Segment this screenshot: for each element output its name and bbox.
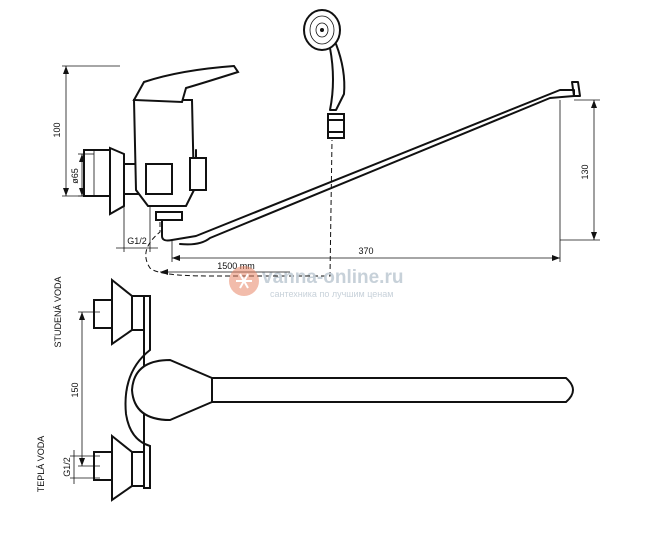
body-nut: [145, 163, 173, 195]
top-view: 150 G1/2 STUDENÁ VODA TEPLÁ VODA: [36, 276, 574, 502]
dim-thread-top: G1/2: [116, 206, 158, 252]
dim-spout-height: 130: [560, 99, 600, 241]
spout: [155, 81, 581, 246]
snowflake-icon: [229, 266, 259, 296]
spout-top-view: [211, 377, 574, 403]
hot-inlet: [93, 433, 145, 502]
lever-top-view: [130, 358, 213, 422]
dim-label-g12-bottom: G1/2: [62, 457, 72, 477]
label-hot-water: TEPLÁ VODA: [36, 436, 46, 493]
hose-path: [145, 139, 333, 277]
dim-spout-length: 370: [171, 100, 561, 262]
dim-label-d65: ø65: [70, 168, 80, 184]
dim-thread-bottom: G1/2: [62, 450, 100, 484]
lever-handle: [132, 64, 240, 104]
watermark-name: vanna-online.ru: [262, 267, 403, 288]
dim-hose-length: 1500 mm: [160, 261, 290, 275]
dim-height-100: 100: [52, 65, 120, 197]
diverter-knob: [189, 157, 207, 191]
label-cold-water: STUDENÁ VODA: [53, 276, 63, 347]
eccentric-connector: [83, 146, 141, 216]
dim-centers-150: 150: [70, 311, 100, 467]
dim-label-370: 370: [358, 246, 373, 256]
dim-label-130: 130: [580, 164, 590, 179]
dim-label-100: 100: [52, 122, 62, 137]
dim-diameter-65: ø65: [70, 153, 94, 197]
dim-label-1500: 1500 mm: [217, 261, 255, 271]
cold-inlet: [93, 277, 145, 346]
watermark: vanna-online.ru сантехника по лучшим цен…: [229, 266, 403, 299]
side-view: 100 ø65 G1/2 1500 mm: [52, 9, 600, 277]
dim-label-g12-top: G1/2: [127, 236, 147, 246]
dim-label-150: 150: [70, 382, 80, 397]
hand-shower-icon: [303, 9, 346, 139]
watermark-tagline: сантехника по лучшим ценам: [270, 289, 393, 299]
